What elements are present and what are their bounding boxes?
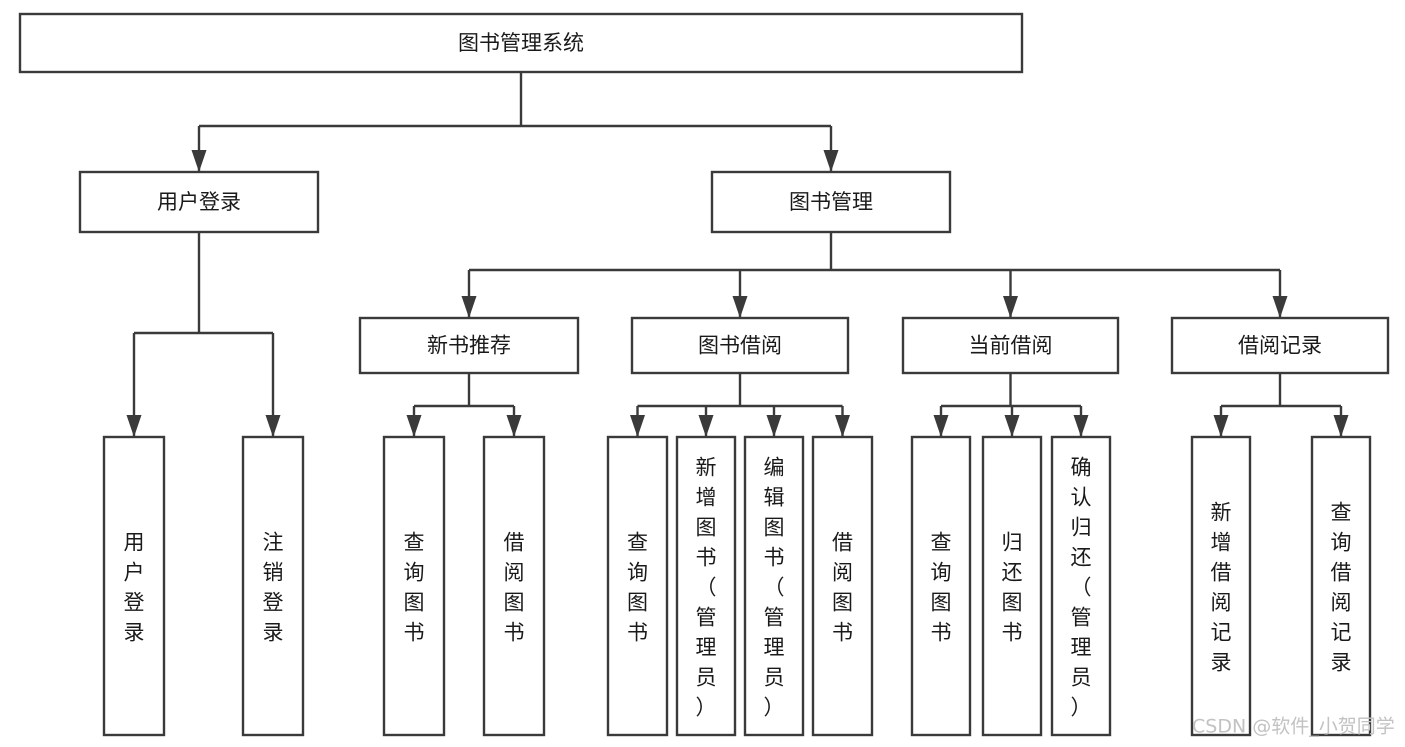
node-box-leaf-add-book-admin[interactable] (675, 435, 737, 737)
watermark-label: CSDN @软件_小贺同学 (1192, 716, 1395, 738)
node-label-leaf-edit-book-admin: 编辑图书（管理员） (764, 455, 785, 719)
node-leaf-query-book-1[interactable]: 查询图书 (382, 435, 446, 737)
node-leaf-query-book-2[interactable]: 查询图书 (606, 435, 669, 737)
node-label-leaf-borrow-book-2: 借阅图书 (832, 530, 853, 644)
node-box-leaf-user-login[interactable] (102, 435, 166, 737)
node-label-leaf-add-borrow-record: 新增借阅记录 (1211, 500, 1232, 674)
arrow-to-leaf-user-logout-icon (265, 415, 281, 437)
node-leaf-add-borrow-record[interactable]: 新增借阅记录 (1190, 435, 1252, 737)
node-box-current-borrow[interactable] (901, 316, 1120, 375)
edge-group-user-login (126, 232, 281, 437)
node-box-leaf-query-book-1[interactable] (382, 435, 446, 737)
node-root[interactable]: 图书管理系统 (18, 12, 1024, 74)
node-leaf-confirm-return-admin[interactable]: 确认归还（管理员） (1050, 435, 1112, 737)
edge-group-borrow-record (1213, 373, 1349, 437)
edges-layer (126, 72, 1349, 437)
node-leaf-user-logout[interactable]: 注销登录 (241, 435, 305, 737)
arrow-to-leaf-query-book-2-icon (630, 415, 645, 437)
arrow-to-leaf-add-borrow-record-icon (1213, 415, 1229, 437)
arrow-to-book-borrow-icon (732, 296, 748, 318)
node-leaf-user-login[interactable]: 用户登录 (102, 435, 166, 737)
node-box-new-book-recommend[interactable] (358, 316, 580, 375)
node-user-login[interactable]: 用户登录 (78, 170, 320, 234)
edge-group-current-borrow (933, 373, 1089, 437)
arrow-to-new-book-recommend-icon (461, 296, 477, 318)
node-label-root: 图书管理系统 (458, 31, 584, 55)
node-box-leaf-confirm-return-admin[interactable] (1050, 435, 1112, 737)
node-label-book-manage: 图书管理 (789, 190, 873, 214)
node-leaf-edit-book-admin[interactable]: 编辑图书（管理员） (743, 435, 805, 737)
node-box-leaf-query-book-2[interactable] (606, 435, 669, 737)
node-leaf-return-book[interactable]: 归还图书 (981, 435, 1043, 737)
arrow-to-current-borrow-icon (1003, 296, 1018, 318)
node-box-leaf-borrow-book-2[interactable] (811, 435, 874, 737)
node-label-leaf-confirm-return-admin: 确认归还（管理员） (1071, 455, 1092, 719)
node-box-borrow-record[interactable] (1170, 316, 1390, 375)
node-box-leaf-user-logout[interactable] (241, 435, 305, 737)
node-box-leaf-return-book[interactable] (981, 435, 1043, 737)
node-label-new-book-recommend: 新书推荐 (427, 334, 511, 358)
node-book-manage[interactable]: 图书管理 (710, 170, 952, 234)
arrow-to-leaf-return-book-icon (1004, 415, 1020, 437)
node-current-borrow[interactable]: 当前借阅 (901, 316, 1120, 375)
edge-group-root (191, 72, 839, 172)
node-box-root[interactable] (18, 12, 1024, 74)
node-label-borrow-record: 借阅记录 (1238, 334, 1322, 358)
node-leaf-query-book-3[interactable]: 查询图书 (910, 435, 972, 737)
node-label-leaf-query-book-1: 查询图书 (404, 530, 425, 644)
node-leaf-add-book-admin[interactable]: 新增图书（管理员） (675, 435, 737, 737)
node-label-leaf-return-book: 归还图书 (1002, 530, 1023, 644)
arrow-to-leaf-query-book-1-icon (406, 415, 422, 437)
arrow-to-leaf-add-book-admin-icon (698, 415, 714, 437)
node-label-leaf-query-book-3: 查询图书 (931, 530, 952, 644)
node-box-book-borrow[interactable] (630, 316, 850, 375)
arrow-to-leaf-borrow-book-2-icon (835, 415, 850, 437)
node-label-leaf-user-login: 用户登录 (124, 530, 145, 644)
arrow-to-leaf-query-borrow-record-icon (1333, 415, 1349, 437)
node-label-leaf-borrow-book-1: 借阅图书 (504, 530, 525, 644)
arrow-to-borrow-record-icon (1272, 296, 1288, 318)
node-label-leaf-query-borrow-record: 查询借阅记录 (1331, 500, 1352, 674)
node-leaf-borrow-book-1[interactable]: 借阅图书 (482, 435, 546, 737)
node-label-leaf-add-book-admin: 新增图书（管理员） (696, 455, 717, 719)
arrow-to-leaf-user-login-icon (126, 415, 142, 437)
node-box-leaf-edit-book-admin[interactable] (743, 435, 805, 737)
node-box-leaf-add-borrow-record[interactable] (1190, 435, 1252, 737)
node-label-book-borrow: 图书借阅 (698, 334, 782, 358)
arrow-to-book-manage-icon (823, 150, 839, 172)
node-label-current-borrow: 当前借阅 (969, 334, 1053, 358)
node-new-book-recommend[interactable]: 新书推荐 (358, 316, 580, 375)
nodes-layer: 图书管理系统用户登录图书管理新书推荐图书借阅当前借阅借阅记录用户登录注销登录查询… (18, 12, 1390, 737)
node-box-user-login[interactable] (78, 170, 320, 234)
arrow-to-user-login-icon (191, 150, 207, 172)
edge-group-new-book-recommend (406, 373, 522, 437)
node-box-leaf-query-borrow-record[interactable] (1310, 435, 1372, 737)
node-box-leaf-query-book-3[interactable] (910, 435, 972, 737)
node-label-leaf-query-book-2: 查询图书 (627, 530, 648, 644)
arrow-to-leaf-borrow-book-1-icon (506, 415, 522, 437)
arrow-to-leaf-query-book-3-icon (933, 415, 949, 437)
edge-group-book-borrow (630, 373, 850, 437)
arrow-to-leaf-edit-book-admin-icon (766, 415, 782, 437)
node-leaf-query-borrow-record[interactable]: 查询借阅记录 (1310, 435, 1372, 737)
node-box-leaf-borrow-book-1[interactable] (482, 435, 546, 737)
node-box-book-manage[interactable] (710, 170, 952, 234)
node-borrow-record[interactable]: 借阅记录 (1170, 316, 1390, 375)
node-label-user-login: 用户登录 (157, 190, 241, 214)
arrow-to-leaf-confirm-return-admin-icon (1073, 415, 1089, 437)
node-label-leaf-user-logout: 注销登录 (263, 530, 284, 644)
node-leaf-borrow-book-2[interactable]: 借阅图书 (811, 435, 874, 737)
node-book-borrow[interactable]: 图书借阅 (630, 316, 850, 375)
edge-group-book-manage (461, 232, 1288, 318)
